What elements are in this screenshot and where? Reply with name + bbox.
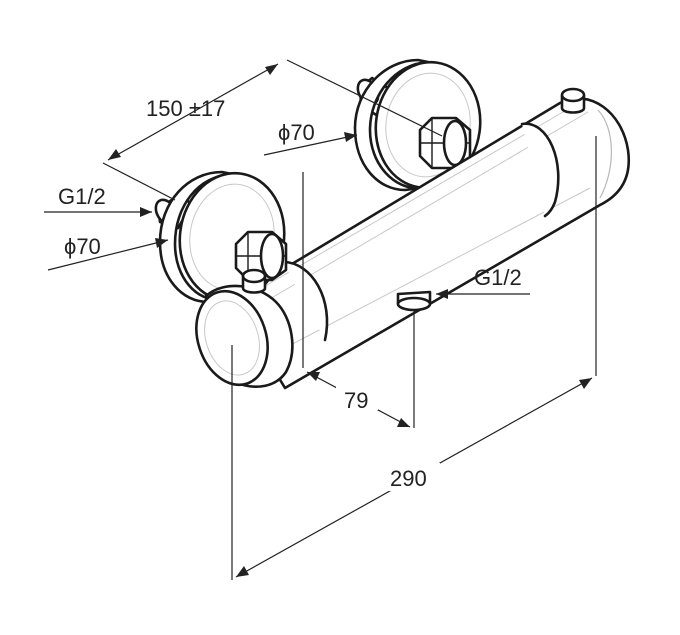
- diameter-left-label: ϕ70: [64, 234, 101, 259]
- front-wall-flange: [154, 170, 288, 304]
- depth-label: 79: [344, 388, 368, 413]
- leader-thread-left: G1/2: [44, 184, 152, 217]
- leader-diameter-left: ϕ70: [47, 234, 169, 271]
- dimension-spacing: 150 ±17: [102, 59, 443, 201]
- dimension-length: 290: [231, 136, 597, 580]
- front-end-cap: [195, 268, 294, 389]
- thread-outlet-label: G1/2: [474, 265, 522, 290]
- outlet-fitting: [396, 290, 432, 312]
- leader-thread-outlet: G1/2: [436, 265, 530, 299]
- spacing-label: 150 ±17: [146, 96, 225, 121]
- mixer-body: [230, 87, 631, 390]
- leader-diameter-top: ϕ70: [263, 120, 358, 156]
- thread-left-label: G1/2: [58, 184, 106, 209]
- diameter-top-label: ϕ70: [278, 120, 315, 145]
- length-label: 290: [390, 466, 427, 491]
- dimension-depth: 79: [302, 172, 415, 428]
